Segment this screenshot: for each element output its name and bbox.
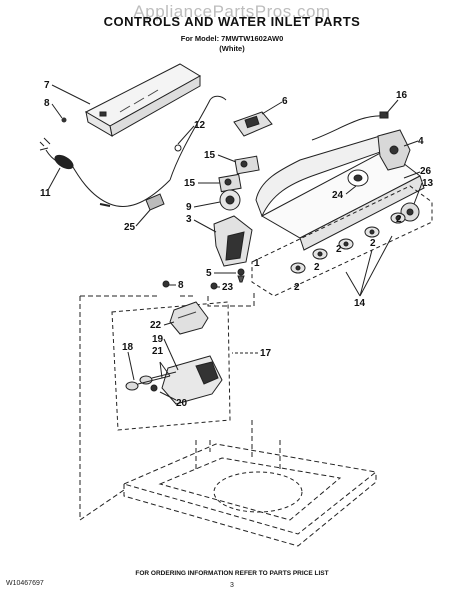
color-line: (White): [219, 44, 245, 53]
callout-2-right: 2: [396, 214, 402, 225]
callout-25: 25: [124, 222, 136, 233]
model-line: For Model: 7MWTW1602AW0: [180, 34, 284, 43]
selector-switch: [219, 189, 241, 211]
knob-13: [400, 202, 420, 222]
callout-2-left: 2: [294, 282, 300, 293]
callout-14: 14: [354, 298, 366, 309]
screw-8: [162, 280, 170, 288]
page-number: 3: [230, 582, 234, 589]
switch-upper: [234, 155, 260, 175]
screw-5: [237, 268, 245, 283]
callout-7: 7: [44, 80, 50, 91]
tub-opening: [213, 471, 303, 513]
callout-2-mid: 2: [336, 244, 342, 255]
callout-11: 11: [40, 188, 51, 199]
callout-8: 8: [44, 98, 50, 109]
callout-9: 9: [186, 202, 192, 213]
console-end-cap-left: [213, 215, 253, 267]
callout-26: 26: [420, 166, 432, 177]
document-number: W10467697: [6, 580, 44, 587]
power-cord: [39, 137, 171, 208]
timer-control: [233, 111, 273, 137]
callout-15-lower: 15: [184, 178, 196, 189]
callout-8-lower: 8: [178, 280, 184, 291]
callout-19: 19: [152, 334, 164, 345]
callout-12: 12: [194, 120, 206, 131]
callout-6: 6: [282, 96, 288, 107]
callout-15-upper: 15: [204, 150, 216, 161]
inlet-fittings: [125, 371, 177, 392]
knobs-row: [290, 212, 406, 274]
callout-22: 22: [150, 320, 162, 331]
callout-24: 24: [332, 190, 344, 201]
page-title: CONTROLS AND WATER INLET PARTS: [103, 14, 361, 29]
callout-20: 20: [176, 398, 188, 409]
callout-16: 16: [396, 90, 408, 101]
console-end-cap: [377, 129, 411, 171]
ordering-info: FOR ORDERING INFORMATION REFER TO PARTS …: [135, 570, 329, 577]
switch-lower: [218, 173, 242, 193]
callout-23: 23: [222, 282, 234, 293]
callout-21: 21: [152, 346, 164, 357]
callout-2-mid-right: 2: [370, 238, 376, 249]
callout-1: 1: [254, 258, 260, 269]
water-valve: [161, 355, 223, 405]
callout-18: 18: [122, 342, 134, 353]
screw-23: [210, 282, 218, 290]
callout-3: 3: [186, 214, 192, 225]
callout-5: 5: [206, 268, 212, 279]
callout-17: 17: [260, 348, 272, 359]
callout-13: 13: [422, 178, 434, 189]
small-bracket: [145, 193, 165, 211]
console-rear-panel: [84, 63, 201, 137]
callout-4: 4: [418, 136, 424, 147]
watermark: AppliancePartsPros.com: [133, 2, 331, 21]
callout-2-mid-left: 2: [314, 262, 320, 273]
valve-bracket: [169, 301, 209, 335]
cabinet-top-outline: [79, 420, 378, 547]
